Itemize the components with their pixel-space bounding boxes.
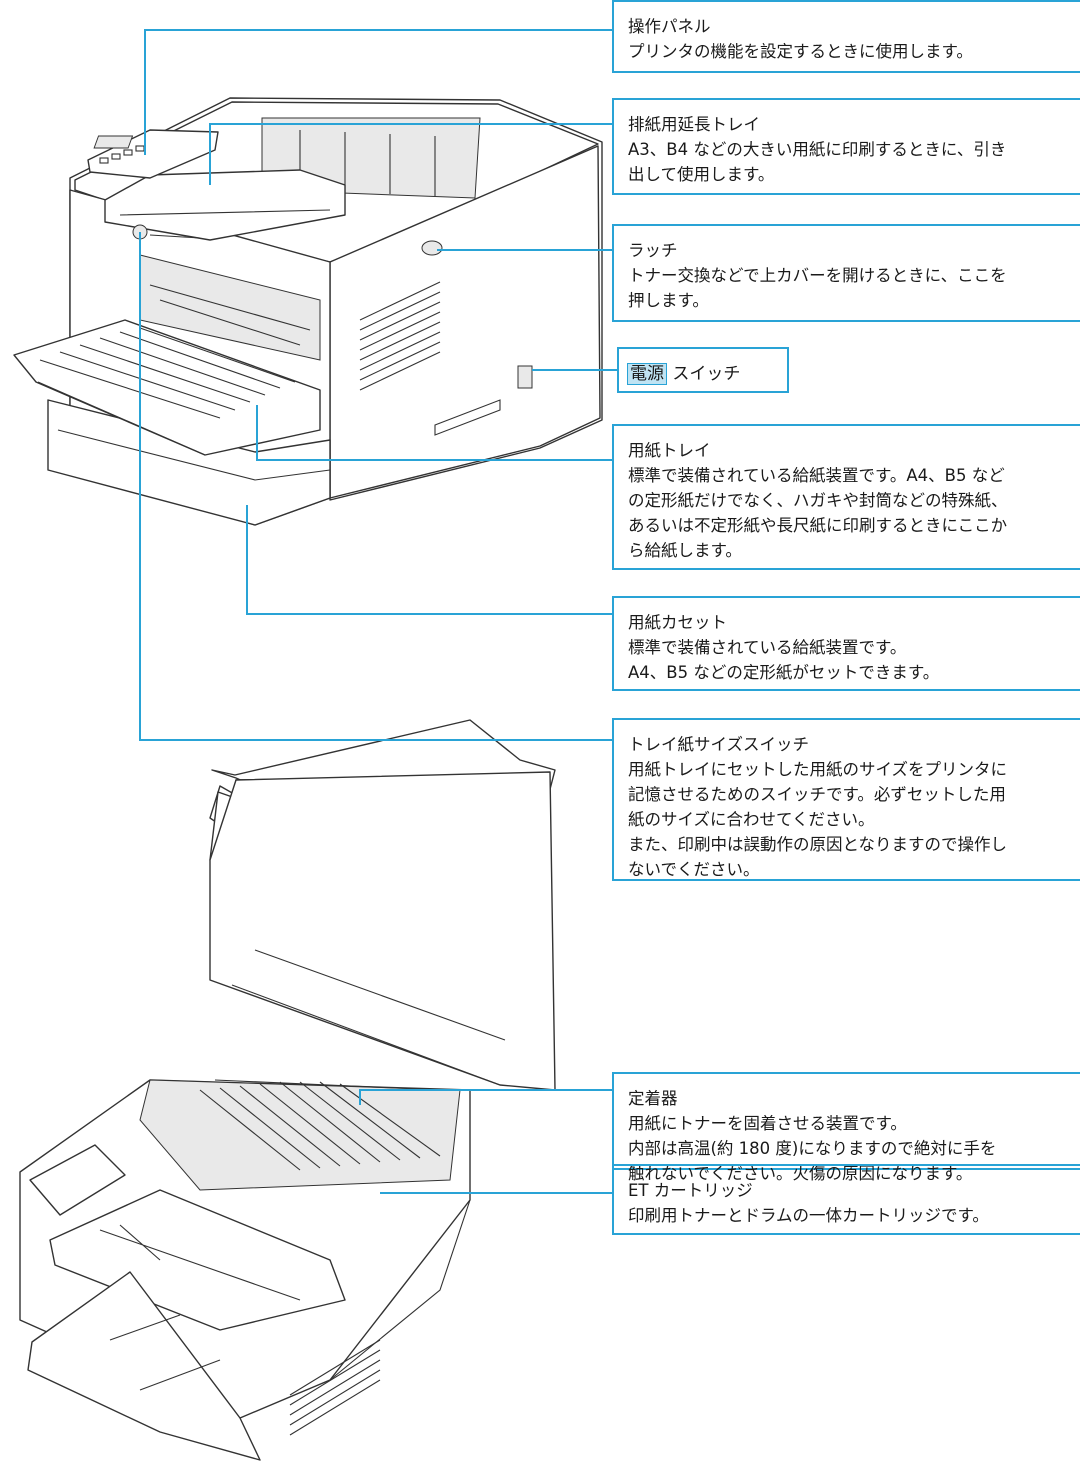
callout-paper-tray: 用紙トレイ 標準で装備されている給紙装置です。A4、B5 など の定形紙だけでな… <box>612 424 1080 570</box>
callout-body: 標準で装備されている給紙装置です。 A4、B5 などの定形紙がセットできます。 <box>628 638 940 682</box>
callout-body: 用紙にトナーを固着させる装置です。 内部は高温(約 180 度)になりますので絶… <box>628 1114 997 1183</box>
callout-fuser: 定着器 用紙にトナーを固着させる装置です。 内部は高温(約 180 度)になりま… <box>612 1072 1080 1183</box>
power-label: スイッチ <box>672 364 741 384</box>
callout-title: ET カートリッジ <box>628 1181 753 1200</box>
callout-body: 用紙トレイにセットした用紙のサイズをプリンタに 記憶させるためのスイッチです。必… <box>628 760 1008 879</box>
callout-body: プリンタの機能を設定するときに使用します。 <box>628 42 973 61</box>
callout-body: A3、B4 などの大きい用紙に印刷するときに、引き 出して使用します。 <box>628 140 1007 184</box>
callout-title: 操作パネル <box>628 17 711 36</box>
printer-front-view <box>13 97 603 526</box>
callout-power-switch: 電源 スイッチ <box>617 347 789 393</box>
callout-latch: ラッチ トナー交換などで上カバーを開けるときに、ここを 押します。 <box>612 224 1080 322</box>
callout-title: 定着器 <box>628 1089 678 1108</box>
callout-title: トレイ紙サイズスイッチ <box>628 735 810 754</box>
printer-open-view <box>19 719 556 1461</box>
callout-body: トナー交換などで上カバーを開けるときに、ここを 押します。 <box>628 266 1007 310</box>
callout-title: 用紙トレイ <box>628 441 711 460</box>
leader-lines <box>139 29 617 1194</box>
callout-et-cartridge: ET カートリッジ 印刷用トナーとドラムの一体カートリッジです。 <box>612 1164 1080 1235</box>
callout-control-panel: 操作パネル プリンタの機能を設定するときに使用します。 <box>612 0 1080 73</box>
callout-paper-cassette: 用紙カセット 標準で装備されている給紙装置です。 A4、B5 などの定形紙がセッ… <box>612 596 1080 691</box>
callout-title: 用紙カセット <box>628 613 727 632</box>
callout-tray-size-switch: トレイ紙サイズスイッチ 用紙トレイにセットした用紙のサイズをプリンタに 記憶させ… <box>612 718 1080 881</box>
callout-body: 印刷用トナーとドラムの一体カートリッジです。 <box>628 1206 989 1225</box>
power-highlight: 電源 <box>627 363 667 385</box>
callout-body: 標準で装備されている給紙装置です。A4、B5 など の定形紙だけでなく、ハガキや… <box>628 466 1008 560</box>
callout-output-tray-extension: 排紙用延長トレイ A3、B4 などの大きい用紙に印刷するときに、引き 出して使用… <box>612 98 1080 195</box>
callout-title: 排紙用延長トレイ <box>628 115 760 134</box>
callout-title: ラッチ <box>628 241 678 260</box>
